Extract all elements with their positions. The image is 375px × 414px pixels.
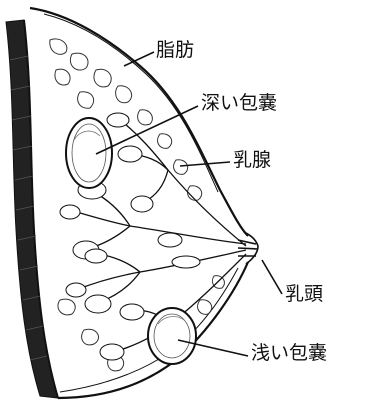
label-nipple: 乳頭 (285, 285, 323, 304)
leader-line-nipple (262, 260, 282, 294)
label-fat: 脂肪 (156, 41, 194, 60)
chest-wall (6, 20, 58, 398)
superficial-cyst (148, 308, 196, 364)
deep-cyst (66, 118, 112, 188)
leader-line-deep-cyst (96, 106, 198, 154)
label-deep-cyst: 深い包嚢 (201, 94, 277, 113)
label-superficial-cyst: 浅い包嚢 (251, 344, 327, 363)
label-mammary-gland: 乳腺 (233, 151, 271, 170)
